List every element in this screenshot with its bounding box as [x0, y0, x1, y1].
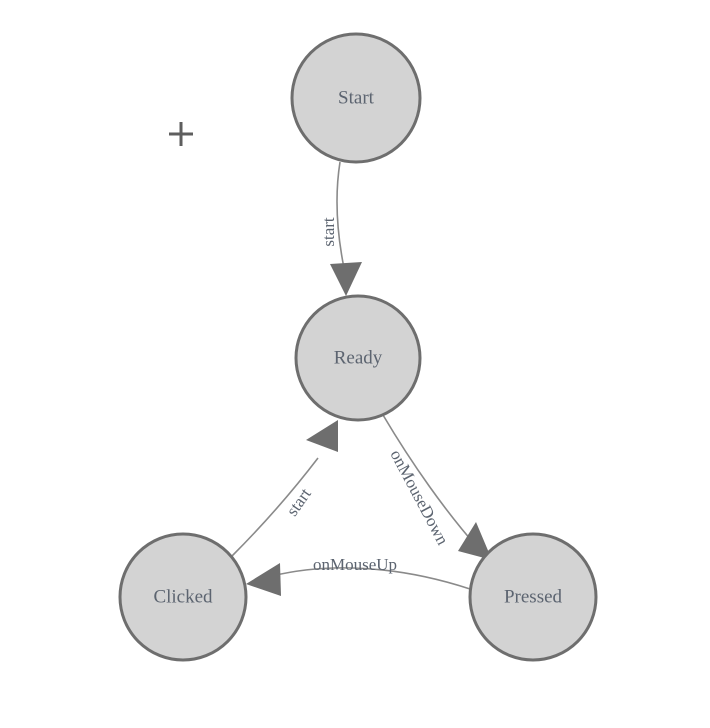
node-start[interactable]: Start	[290, 32, 422, 164]
edge-start-to-ready-path	[336, 161, 345, 269]
edge-clicked-to-ready-arrowhead	[306, 420, 338, 452]
node-clicked[interactable]: Clicked	[118, 532, 248, 662]
edge-pressed-to-clicked-path	[271, 567, 471, 590]
edge-clicked-to-ready-label: start	[283, 484, 316, 519]
edge-ready-to-pressed-label: onMouseDown	[386, 447, 452, 549]
node-pressed[interactable]: Pressed	[468, 532, 598, 662]
edge-ready-to-pressed-arrowhead	[458, 522, 492, 560]
edge-clicked-to-ready-path	[231, 457, 319, 557]
edge-clicked-to-ready[interactable]: start	[231, 420, 338, 557]
edge-pressed-to-clicked[interactable]: onMouseUp	[246, 555, 471, 596]
edge-pressed-to-clicked-label: onMouseUp	[313, 555, 397, 574]
node-pressed-circle[interactable]	[468, 532, 598, 662]
edge-start-to-ready-label: start	[319, 217, 338, 247]
edge-start-to-ready[interactable]: start	[319, 161, 362, 296]
node-ready[interactable]: Ready	[294, 294, 422, 422]
crosshair-icon[interactable]	[169, 122, 193, 146]
edge-ready-to-pressed-path	[382, 414, 479, 549]
edge-start-to-ready-arrowhead	[330, 262, 362, 296]
node-clicked-circle[interactable]	[118, 532, 248, 662]
node-start-circle[interactable]	[290, 32, 422, 164]
edge-ready-to-pressed[interactable]: onMouseDown	[382, 414, 492, 560]
edge-pressed-to-clicked-arrowhead	[246, 563, 281, 596]
node-ready-circle[interactable]	[294, 294, 422, 422]
